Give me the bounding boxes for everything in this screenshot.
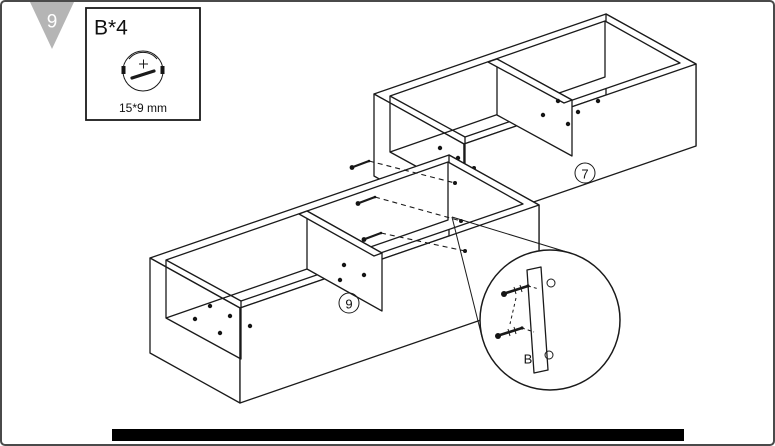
drill-hole <box>555 98 561 104</box>
drill-hole <box>207 303 213 309</box>
unit9-divider-top <box>298 210 383 257</box>
drill-hole <box>227 313 233 319</box>
detail-cam-hole <box>546 278 556 288</box>
cam-stud-hole <box>453 181 457 185</box>
detail-cam-stud-icon <box>501 284 540 297</box>
unit7-divider-top <box>487 58 573 104</box>
drill-hole <box>575 109 581 115</box>
drill-hole <box>595 98 601 104</box>
drill-hole <box>192 316 198 322</box>
step-number: 9 <box>47 12 58 33</box>
cam-stud-icon <box>349 159 371 170</box>
step-triangle <box>30 2 74 49</box>
alignment-dashed-line <box>374 196 462 222</box>
detail-callout-circle <box>479 249 621 391</box>
cabinet-unit-7: 7 <box>373 13 697 227</box>
cam-stud-group <box>349 159 466 252</box>
unit9-interior-edges <box>165 301 242 360</box>
drill-hole <box>540 112 546 118</box>
bottom-bar <box>112 429 684 441</box>
step-badge: 9 <box>30 2 74 49</box>
detail-callout: B <box>451 216 621 391</box>
cam-lock-fitting-icon <box>121 50 165 92</box>
part-size-label: 15*9 mm <box>119 101 167 115</box>
cabinet-unit-9: 9 <box>149 154 540 404</box>
unit7-label-circle <box>574 162 596 184</box>
drill-hole <box>247 323 253 329</box>
drill-hole <box>341 262 347 268</box>
unit7-label: 7 <box>581 167 588 182</box>
unit9-label: 9 <box>345 297 352 312</box>
parts-box: B*4 15*9 mm <box>85 7 201 121</box>
drill-hole <box>565 121 571 127</box>
detail-cam-hole <box>544 350 554 360</box>
detail-panel-edge <box>526 266 549 374</box>
callout-leader-line <box>451 216 483 338</box>
drill-hole <box>337 277 343 283</box>
alignment-dashed-line <box>368 160 456 184</box>
callout-leader-line <box>451 216 571 254</box>
unit9-label-circle <box>338 292 360 314</box>
drill-hole <box>437 145 443 151</box>
unit7-inner-rim <box>389 20 681 138</box>
drill-hole <box>217 330 223 336</box>
detail-part-label: B <box>524 352 533 367</box>
drill-hole <box>361 272 367 278</box>
part-label: B*4 <box>94 17 128 40</box>
detail-cam-stud-icon <box>495 326 535 339</box>
detail-align-line <box>509 297 517 325</box>
